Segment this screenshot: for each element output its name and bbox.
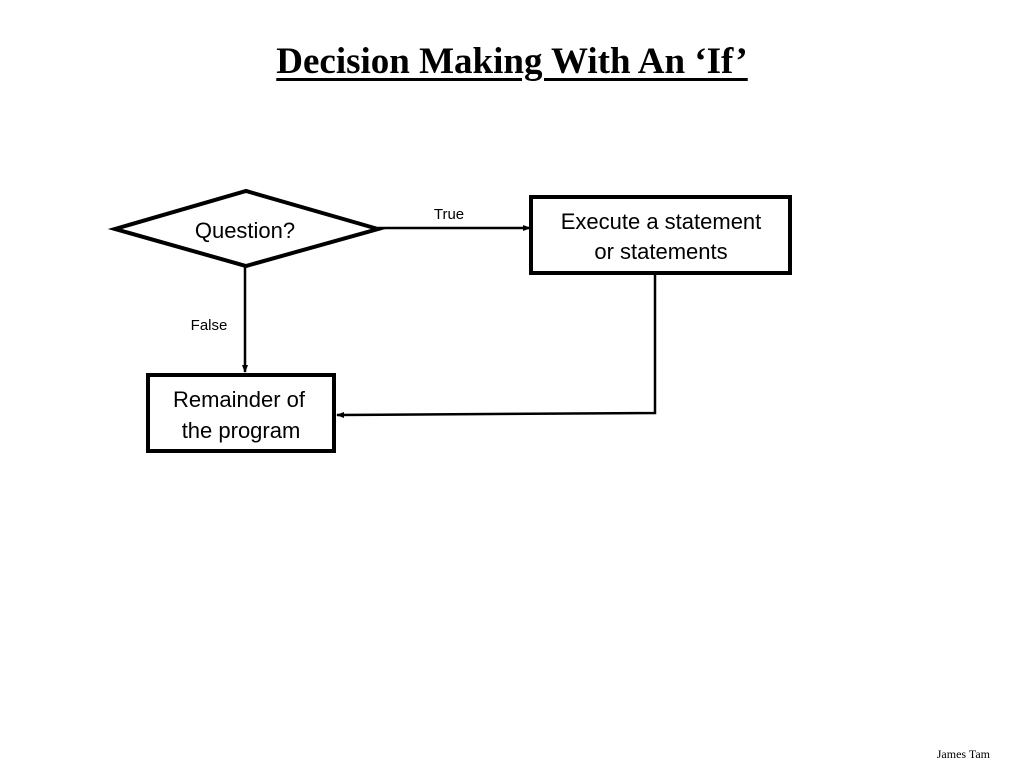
remainder-box [146, 373, 336, 453]
footer-author: James Tam [936, 747, 990, 761]
false-edge-label: False [191, 317, 228, 334]
execute-label-line1: Execute a statement [561, 209, 762, 234]
remainder-label-line1: Remainder of [173, 387, 306, 412]
execute-label-line2: or statements [594, 239, 727, 264]
slide-title-text: Decision Making With An ‘If’ [276, 41, 748, 82]
true-edge-label: True [434, 206, 464, 223]
execute-box [529, 195, 792, 275]
slide-title: Decision Making With An ‘If’ [0, 38, 1024, 86]
remainder-label-line2: the program [182, 418, 301, 443]
return-edge-arrow [336, 273, 657, 418]
question-label: Question? [195, 218, 295, 243]
